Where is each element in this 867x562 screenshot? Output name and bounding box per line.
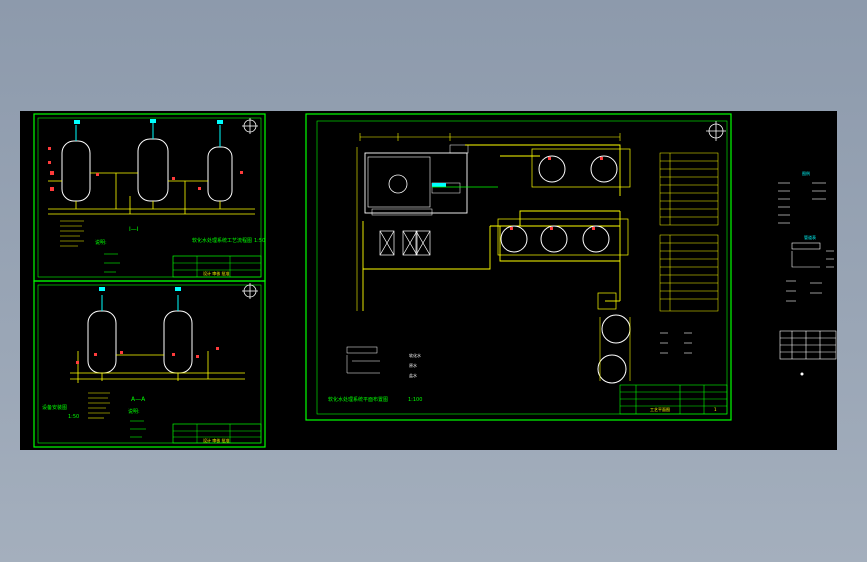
marker-dot [800,372,804,376]
pipe-tags: 软化水 原水 盐水 [346,346,421,378]
drawing-scale: 1:50 [254,238,265,244]
main-pipes [362,144,621,311]
drawing-title: 软化水处理系统工艺流程图 [192,237,252,244]
pipework [48,172,255,215]
legend-heading: 图例 [802,170,810,176]
pipework [70,351,245,383]
equipment-room [364,144,469,216]
vessel-markers [510,157,603,230]
component-list [88,392,110,419]
drawing-scale: 1:100 [408,397,422,403]
left-bottom-sheet: A—A 设备安装图 1:50 说明: 设计 审核 批准 [33,280,266,448]
title-block-text: 设计 审核 批准 [203,437,230,443]
title-block: 设计 审核 批准 [172,255,262,278]
sheet-number: 1 [714,407,717,412]
legend-symbols [778,182,826,224]
notes-heading: 说明: [95,239,107,246]
legend-area: 图例 管道表 [778,170,837,376]
softener-vessels-bottom [497,218,629,256]
drawing-title: 设备安装图 [42,404,67,411]
legend-table-heading: 管道表 [804,234,816,240]
tag-brine: 盐水 [409,372,417,378]
title-block: 设计 审核 批准 [172,423,262,444]
notes-lines [130,420,146,438]
cad-drawing-canvas[interactable]: Ⅰ—Ⅰ 软化水处理系统工艺流程图 1:50 说明: 设计 审核 批准 [20,111,837,450]
nozzles [48,147,243,191]
cad-drawing: Ⅰ—Ⅰ 软化水处理系统工艺流程图 1:50 说明: 设计 审核 批准 [33,113,837,448]
filter-units [379,230,431,256]
softener-tank [137,123,169,202]
equipment-table-upper [659,152,719,226]
nozzles [76,347,219,364]
compass-icon [242,118,258,134]
cyan-markers [99,287,181,291]
symbol-legend [660,332,692,354]
dimension-line [356,133,621,311]
right-sheet: 软化水 原水 盐水 软化水处理系统平面布置图 1:100 工艺平面图 1 [305,113,732,421]
title-block-text: 设计 审核 批准 [203,270,230,276]
title-block-label: 工艺平面图 [650,406,670,412]
section-label: A—A [131,396,146,403]
compass-icon [242,283,258,299]
title-block [619,384,728,415]
cyan-markers [74,119,223,124]
notes-heading: 说明: [128,408,140,415]
section-label: Ⅰ—Ⅰ [129,226,139,233]
filter-tank [87,295,117,374]
component-list [60,220,84,247]
legend-notes [786,280,822,302]
tag-soft-water: 软化水 [409,352,421,358]
notes-lines [104,253,120,273]
drawing-scale: 1:50 [68,414,79,420]
legend-brackets [791,242,834,268]
brine-tanks [597,292,631,384]
brine-tank [207,125,233,202]
drawing-title: 软化水处理系统平面布置图 [328,396,388,403]
compass-icon [706,121,726,141]
softener-tank [163,295,193,374]
tag-raw-water: 原水 [409,362,417,368]
equipment-table-lower [659,234,719,312]
softener-vessels-top [531,148,631,188]
filter-tank [61,125,91,202]
pipe-table [779,330,837,360]
left-top-sheet: Ⅰ—Ⅰ 软化水处理系统工艺流程图 1:50 说明: 设计 审核 批准 [33,113,266,282]
